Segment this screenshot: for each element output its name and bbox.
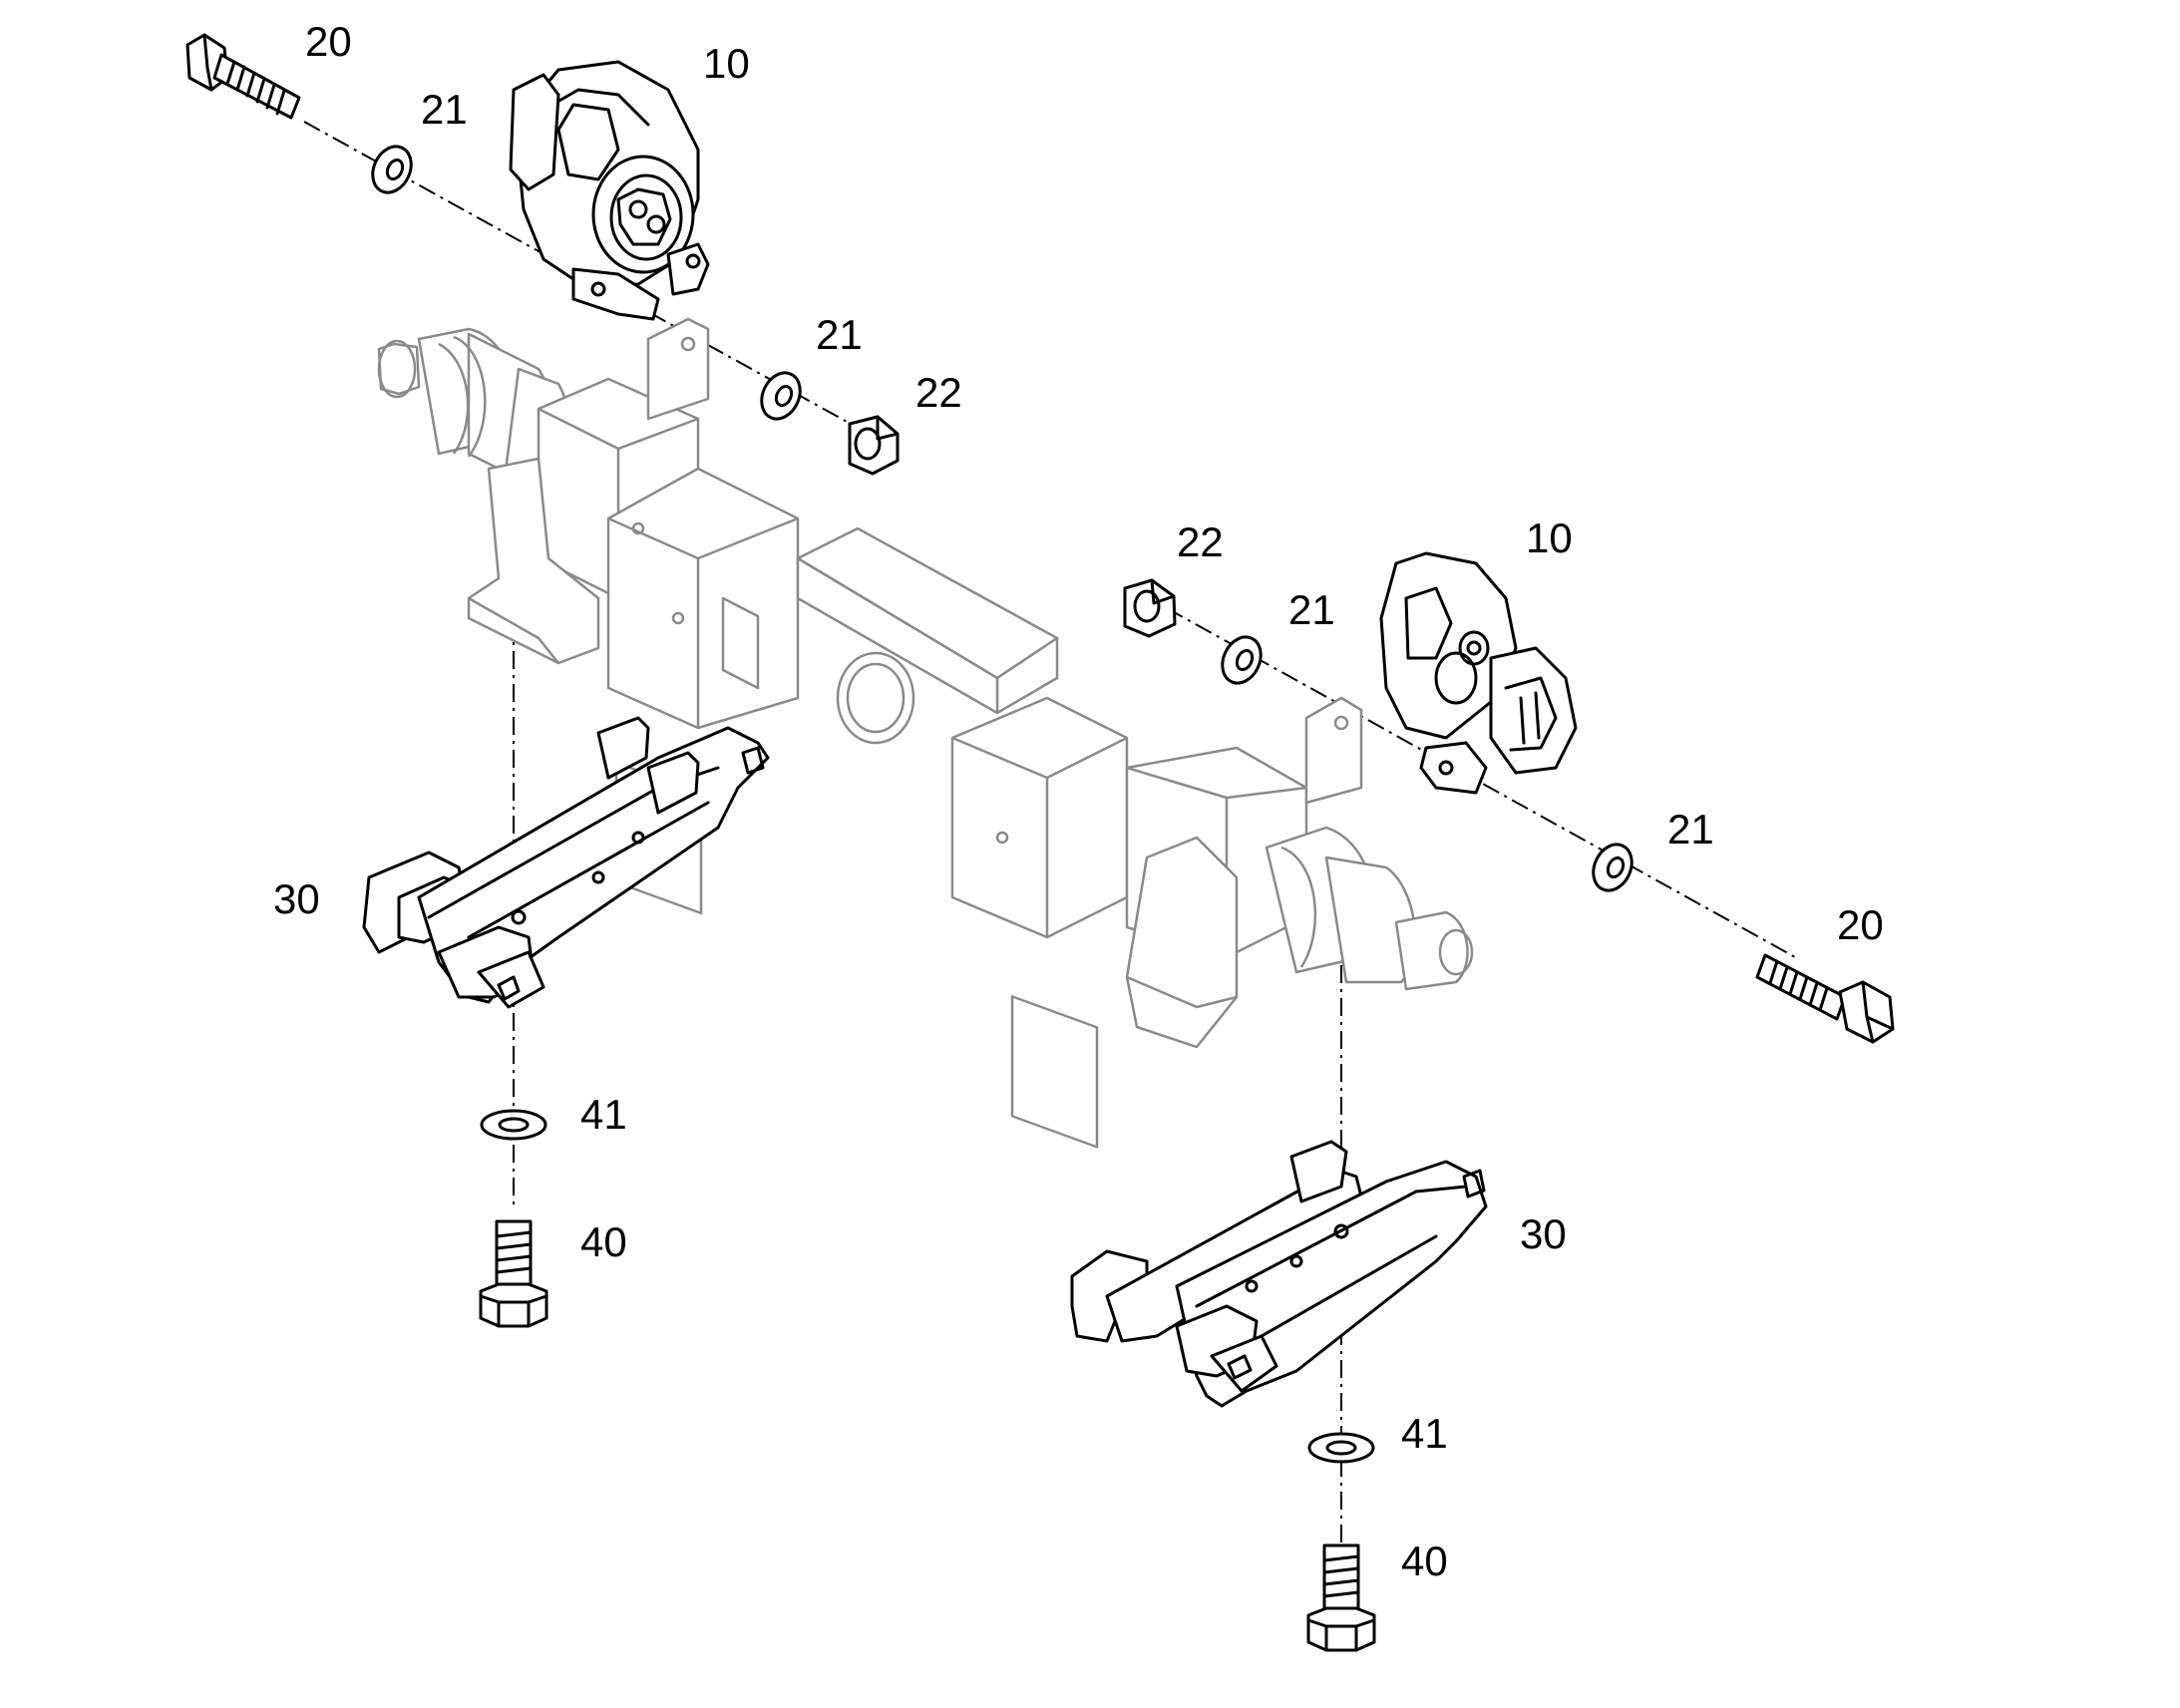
callout-21-mid: 21	[816, 311, 863, 358]
callout-40-right: 40	[1401, 1537, 1448, 1584]
callout-10-right: 10	[1526, 514, 1573, 561]
washer-41-left	[480, 1109, 547, 1141]
callout-21-right-low: 21	[1667, 806, 1714, 853]
bolt-40-left	[479, 1219, 548, 1328]
washer-21-mid	[760, 371, 802, 421]
washer-21-top	[371, 145, 413, 194]
callout-20-top: 20	[305, 18, 352, 65]
callout-22-mid: 22	[915, 369, 962, 416]
washer-21-right-low	[1592, 843, 1634, 892]
bracket-30-right	[1070, 1140, 1488, 1408]
axle-assembly	[377, 317, 1474, 1149]
callout-10-top: 10	[703, 40, 750, 87]
callout-22-right: 22	[1177, 518, 1224, 565]
callout-30-right: 30	[1520, 1210, 1567, 1257]
callout-30-left: 30	[273, 875, 320, 922]
callout-labels: 20 21 10 21 22 22 10 21 21 20 30 41 40 3…	[273, 18, 1884, 1584]
brake-caliper-10-right	[1379, 551, 1578, 795]
nut-22-mid	[848, 415, 900, 476]
callout-41-left: 41	[580, 1091, 627, 1138]
nut-22-right	[1123, 578, 1177, 638]
bolt-20-right	[1755, 953, 1895, 1044]
washer-21-right	[1221, 635, 1263, 685]
brake-caliper-10-top	[509, 60, 710, 321]
callout-21-top: 21	[421, 86, 468, 133]
bolt-40-right	[1306, 1543, 1376, 1652]
callout-41-right: 41	[1401, 1410, 1448, 1457]
bracket-30-left	[362, 716, 770, 1009]
washer-41-right	[1307, 1432, 1375, 1464]
callout-21-right: 21	[1288, 586, 1335, 633]
callout-40-left: 40	[580, 1218, 627, 1265]
bolt-20-top-left	[185, 33, 301, 120]
callout-20-right: 20	[1837, 901, 1884, 948]
